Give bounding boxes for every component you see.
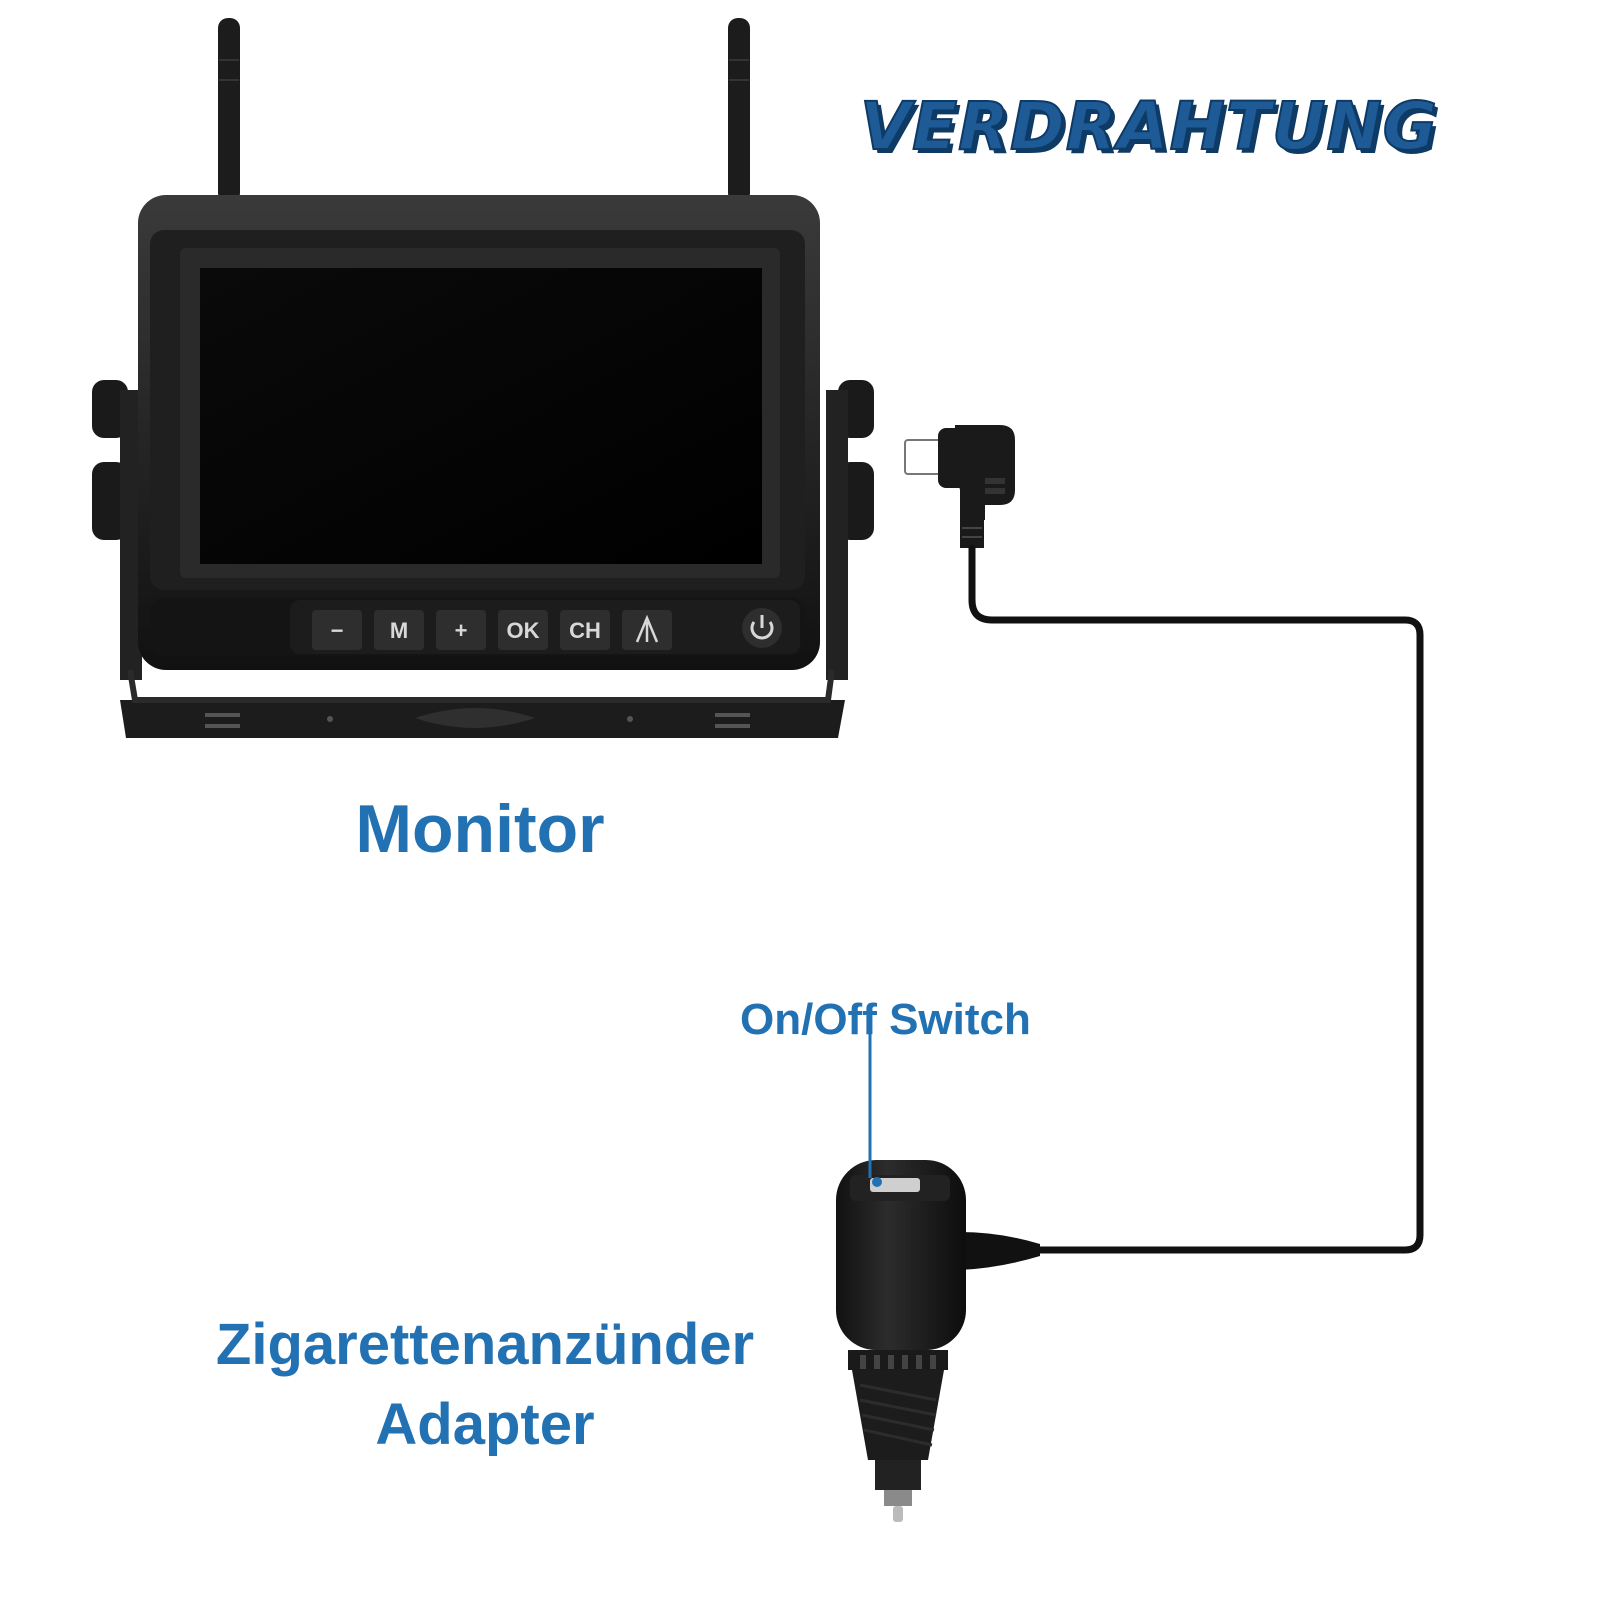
usb-plug-icon xyxy=(904,425,1015,548)
monitor-label: Monitor xyxy=(355,791,605,867)
menu-button xyxy=(374,610,424,650)
monitor xyxy=(138,195,820,670)
channel-button xyxy=(560,610,610,650)
on-off-switch xyxy=(870,1178,920,1192)
monitor-screen xyxy=(200,268,762,564)
menu-button-label: M xyxy=(390,618,408,643)
switch-label: On/Off Switch xyxy=(740,995,1031,1044)
mount-knobs xyxy=(92,380,874,680)
car-adapter-icon xyxy=(836,1160,1040,1522)
power-icon xyxy=(750,615,774,640)
antenna-icon xyxy=(218,18,750,203)
mirror-icon xyxy=(635,614,659,643)
channel-button-label: CH xyxy=(569,618,601,643)
ok-button-label: OK xyxy=(507,618,540,643)
minus-button-label: − xyxy=(331,618,344,643)
ok-button xyxy=(498,610,548,650)
plus-button-label: + xyxy=(455,618,468,643)
monitor-buttons: − M + OK CH xyxy=(312,608,782,650)
adapter-label: Zigarettenanzünder Adapter xyxy=(160,1305,810,1465)
adapter-label-line2: Adapter xyxy=(375,1392,595,1457)
plus-button xyxy=(436,610,486,650)
diagram-title: VERDRAHTUNG xyxy=(859,87,1438,166)
adapter-label-line1: Zigarettenanzünder xyxy=(215,1312,755,1377)
minus-button xyxy=(312,610,362,650)
monitor-stand xyxy=(120,669,845,738)
power-cable xyxy=(968,544,1424,1254)
